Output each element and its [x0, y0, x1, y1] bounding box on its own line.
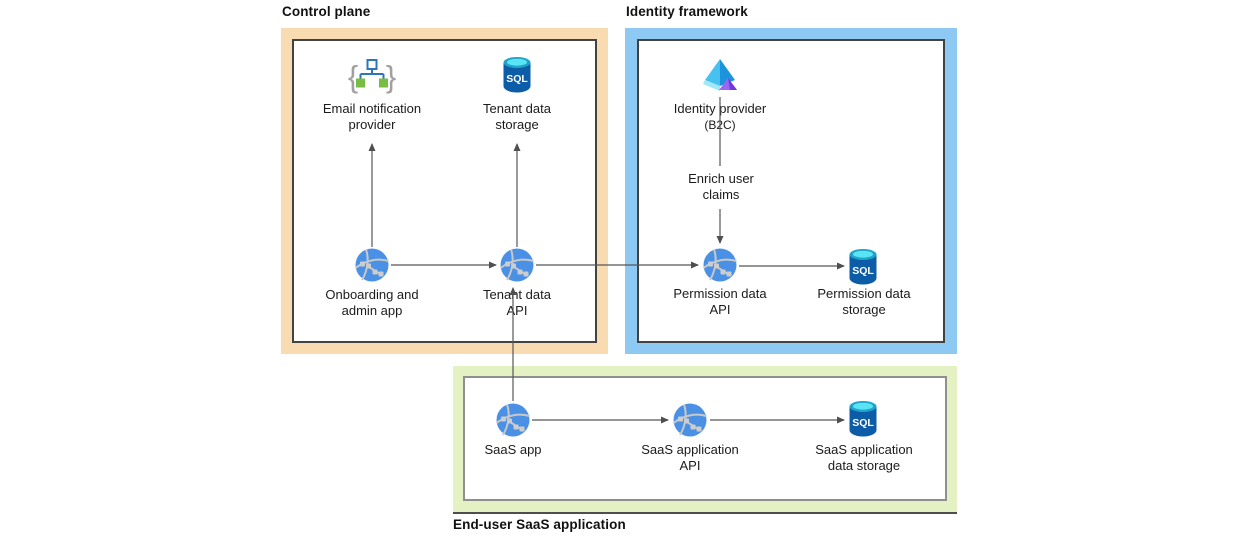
permission-data-api-label: Permission data API [673, 286, 767, 317]
end-user-saas-title: End-user SaaS application [453, 517, 626, 532]
sql-database-icon: SQL [502, 56, 532, 99]
azure-ad-b2c-icon [700, 58, 740, 101]
identity-framework-inner-box [637, 39, 945, 343]
tenant-data-api-label: Tenant data API [483, 287, 551, 318]
control-plane-inner-box [292, 39, 597, 343]
control-plane-title: Control plane [282, 4, 371, 19]
permission-data-storage-label: Permission data storage [817, 286, 911, 317]
identity-framework-title: Identity framework [626, 4, 748, 19]
email-notification-provider-label: Email notification provider [322, 101, 422, 132]
enrich-user-claims-annotation: Enrich user claims [688, 171, 754, 202]
tenant-data-storage-label: Tenant data storage [483, 101, 551, 132]
sql-database-icon: SQL [848, 400, 878, 443]
saas-application-api-label: SaaS application API [641, 442, 739, 473]
custom-connector-braces-icon: { } [346, 55, 398, 102]
svg-text:SQL: SQL [852, 265, 874, 277]
end-user-saas-inner-box [463, 376, 947, 501]
saas-application-data-storage-label: SaaS application data storage [815, 442, 913, 473]
control-plane-box [281, 28, 608, 354]
left-brace-glyph: { [348, 59, 358, 94]
web-app-globe-icon [499, 247, 535, 288]
onboarding-admin-app-label: Onboarding and admin app [325, 287, 419, 318]
end-user-saas-box [453, 366, 957, 514]
web-app-globe-icon [495, 402, 531, 443]
web-app-globe-icon [354, 247, 390, 288]
right-brace-glyph: } [386, 59, 396, 94]
sql-database-icon: SQL [848, 248, 878, 291]
identity-framework-box [625, 28, 957, 354]
identity-provider-label: Identity provider (B2C) [673, 101, 767, 132]
svg-text:SQL: SQL [852, 417, 874, 429]
web-app-globe-icon [672, 402, 708, 443]
svg-text:SQL: SQL [506, 73, 528, 85]
web-app-globe-icon [702, 247, 738, 288]
saas-app-label: SaaS app [484, 442, 542, 457]
